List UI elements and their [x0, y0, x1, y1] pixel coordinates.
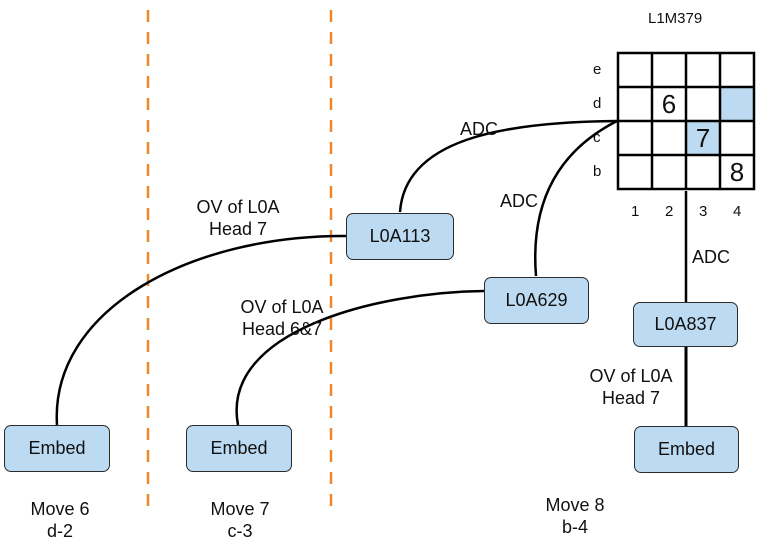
edge-label-ov3-line2: Head 7	[601, 388, 661, 408]
edge-label-ov1: OV of L0A Head 7	[178, 196, 298, 240]
move-7-caption: Move 7 c-3	[190, 498, 290, 542]
col-label-2: 2	[665, 203, 674, 220]
node-embed-2[interactable]: Embed	[186, 425, 292, 472]
node-l0a113[interactable]: L0A113	[346, 213, 454, 260]
board-cell-c3	[686, 121, 720, 155]
move-8-position: b-4	[561, 517, 588, 537]
board-grid	[616, 51, 756, 191]
move-6-position: d-2	[46, 521, 73, 541]
board-number-7: 7	[695, 123, 711, 153]
edge-label-ov2: OV of L0A Head 6&7	[222, 296, 342, 340]
node-l0a837[interactable]: L0A837	[633, 302, 738, 347]
edge-l0a113-board	[398, 119, 618, 213]
edge-embed2-l0a629	[235, 289, 485, 426]
edge-l0a629-board	[534, 119, 618, 277]
col-label-4: 4	[733, 203, 742, 220]
edge-label-adc-top: ADC	[460, 119, 499, 139]
edge-label-ov2-line2: Head 6&7	[241, 319, 323, 339]
edge-label-adc-right: ADC	[692, 247, 731, 267]
board-title: L1M379	[648, 10, 703, 27]
move-6-caption: Move 6 d-2	[10, 498, 110, 542]
move-8-caption: Move 8 b-4	[525, 494, 625, 538]
edge-embed1-l0a113	[55, 234, 347, 426]
row-label-e: e	[593, 61, 602, 78]
edge-label-ov1-line1: OV of L0A	[196, 197, 280, 217]
col-label-1: 1	[631, 203, 640, 220]
board-cell-d4	[720, 87, 754, 121]
node-embed-1[interactable]: Embed	[4, 425, 110, 472]
move-7-title: Move 7	[210, 499, 270, 519]
row-label-b: b	[593, 163, 602, 180]
edge-label-ov1-line2: Head 7	[208, 219, 268, 239]
node-embed-3[interactable]: Embed	[634, 426, 739, 473]
edge-label-adc-mid: ADC	[500, 191, 539, 211]
move-6-title: Move 6	[30, 499, 90, 519]
board-number-8: 8	[729, 157, 745, 187]
edge-label-ov3: OV of L0A Head 7	[571, 365, 691, 409]
board-number-6: 6	[661, 89, 677, 119]
col-label-3: 3	[699, 203, 708, 220]
edge-label-ov3-line1: OV of L0A	[589, 366, 673, 386]
row-label-d: d	[593, 95, 602, 112]
move-8-title: Move 8	[545, 495, 605, 515]
edge-label-ov2-line1: OV of L0A	[240, 297, 324, 317]
row-label-c: c	[593, 129, 601, 146]
node-l0a629[interactable]: L0A629	[484, 277, 589, 324]
move-7-position: c-3	[227, 521, 253, 541]
